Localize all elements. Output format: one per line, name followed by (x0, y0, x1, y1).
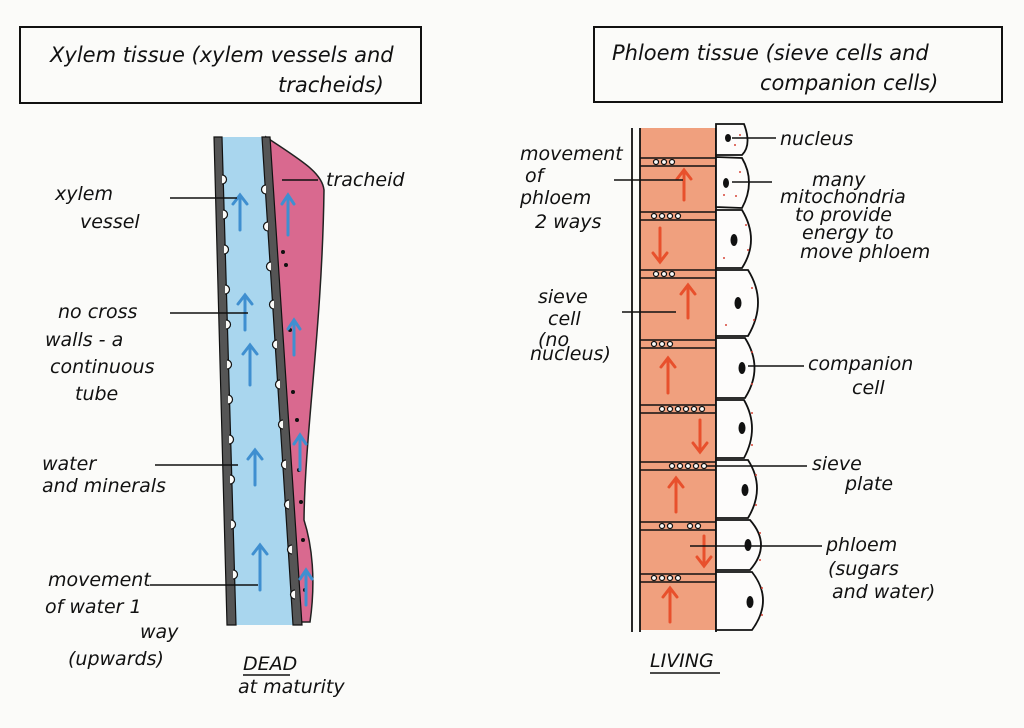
label-phloem-content-1: phloem (825, 534, 897, 556)
mitochondria-dots (723, 134, 763, 616)
xylem-flow-arrows (231, 192, 314, 607)
xylem-left-wall (213, 136, 237, 626)
label-cross-2: walls - a (45, 329, 123, 351)
label-phloem-move-1: movement (520, 143, 624, 165)
label-cross-4: tube (75, 383, 118, 405)
phloem-title-line1: Phloem tissue (sieve cells and (612, 41, 929, 65)
label-sieve-plate-2: plate (844, 473, 893, 495)
label-phloem-move-3: phloem (519, 187, 591, 209)
label-move-xylem-1: movement (48, 569, 152, 591)
label-move-xylem-4: (upwards) (68, 648, 164, 670)
label-cross-3: continuous (50, 356, 155, 378)
companion-nuclei (723, 134, 754, 608)
companion-cells (715, 123, 764, 631)
xylem-title-box: Xylem tissue (xylem vessels and tracheid… (19, 26, 422, 104)
label-phloem-content-3: and water) (832, 581, 935, 603)
xylem-title-line1: Xylem tissue (xylem vessels and (49, 43, 394, 67)
label-sieve-cell-3: (no (538, 329, 569, 351)
phloem-leader-lines (614, 137, 822, 547)
label-water-2: and minerals (42, 475, 166, 497)
label-move-xylem-2: of water 1 (45, 596, 142, 618)
xylem-title-line2: tracheids) (278, 73, 384, 97)
label-sieve-cell-1: sieve (538, 286, 588, 308)
tracheid-cell (265, 135, 325, 623)
label-companion-2: cell (852, 377, 885, 399)
label-nucleus: nucleus (780, 128, 854, 150)
sieve-plates (640, 157, 716, 583)
label-phloem-move-4: 2 ways (535, 211, 602, 233)
xylem-vessel-lumen (218, 137, 298, 625)
label-maturity: at maturity (238, 676, 345, 698)
label-mito-4: energy to (802, 222, 894, 244)
label-mito-5: move phloem (800, 241, 930, 263)
label-xylem-vessel-1: xylem (54, 183, 113, 205)
xylem-leader-lines (150, 179, 318, 586)
label-phloem-move-2: of (525, 165, 547, 187)
phloem-title-line2: companion cells) (760, 71, 938, 95)
label-companion-1: companion (808, 353, 913, 375)
phloem-flow-arrows (651, 167, 713, 624)
label-mito-2: mitochondria (780, 186, 906, 208)
label-xylem-vessel-2: vessel (80, 211, 140, 233)
phloem-title-box: Phloem tissue (sieve cells and companion… (593, 26, 1003, 103)
label-dead: DEAD (243, 653, 297, 675)
label-mito-3: to provide (795, 204, 892, 226)
label-sieve-cell-4: nucleus) (530, 343, 611, 365)
label-sieve-plate-1: sieve (812, 453, 862, 475)
label-tracheid: tracheid (326, 169, 405, 191)
label-phloem-content-2: (sugars (828, 558, 899, 580)
label-move-xylem-3: way (140, 621, 179, 643)
label-living: LIVING (650, 650, 714, 672)
sieve-plate-pores (650, 158, 708, 582)
xylem-pits (221, 174, 296, 600)
label-water-1: water (42, 453, 97, 475)
label-cross-1: no cross (58, 301, 137, 323)
label-mito-1: many (812, 169, 866, 191)
label-sieve-cell-2: cell (548, 308, 581, 330)
